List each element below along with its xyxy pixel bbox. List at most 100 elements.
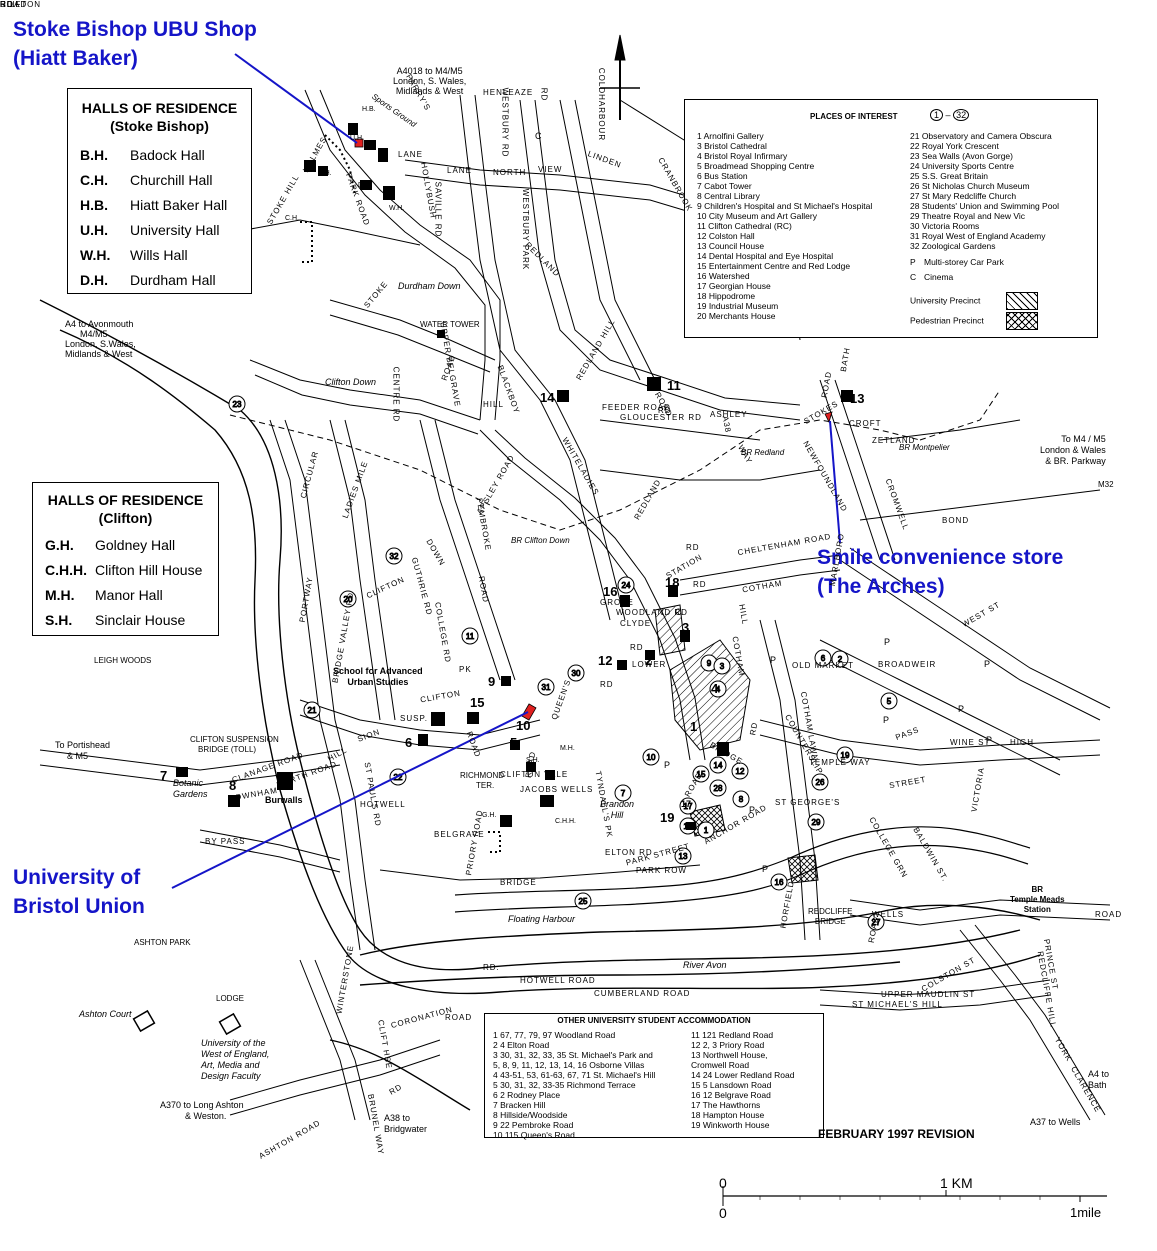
- poi-6-text: 6: [821, 654, 826, 663]
- acc-title: OTHER UNIVERSITY STUDENT ACCOMMODATION: [557, 1016, 751, 1025]
- poi-item: 29 Theatre Royal and New Vic: [910, 211, 1025, 221]
- acc-item: 10 115 Queen's Road: [493, 1130, 575, 1140]
- poi-32-text: 32: [390, 552, 399, 561]
- poi-13: 13: [674, 847, 692, 865]
- road-label: OLD MARKET: [792, 661, 855, 670]
- hall-row: S.H.Sinclair House: [45, 612, 186, 628]
- road-label: BROADWEIR: [878, 660, 937, 669]
- poi-item: 22 Royal York Crescent: [910, 141, 999, 151]
- poi-item: 7 Cabot Tower: [697, 181, 752, 191]
- poi-15-text: 15: [697, 770, 706, 779]
- road-label: LANE: [447, 166, 472, 175]
- poi-12: 12: [731, 762, 749, 780]
- label-br-clifton-down: BR Clifton Down: [511, 536, 570, 545]
- poi-23: 23: [228, 395, 246, 413]
- poi-29-text: 29: [812, 818, 821, 827]
- poi-item: 4 Bristol Royal Infirmary: [697, 151, 788, 161]
- map-ch: C.H.: [285, 215, 299, 222]
- poi-6: 6: [814, 649, 832, 667]
- road-label: RD: [686, 543, 700, 552]
- poi-31: 31: [537, 678, 555, 696]
- hall-row: C.H.Churchill Hall: [80, 172, 213, 188]
- acc-item: 5, 8, 9, 11, 12, 13, 14, 16 Osborne Vill…: [493, 1060, 645, 1070]
- key-university-precinct: University Precinct: [910, 292, 1039, 312]
- road-label: HILL: [483, 400, 504, 409]
- poi-31-text: 31: [542, 683, 551, 692]
- acc-num-4: 4: [711, 681, 719, 696]
- map-hb: H.B.: [362, 106, 376, 113]
- hiatt-baker-shop-marker: [354, 138, 364, 148]
- road-label: CLYDE: [620, 619, 652, 628]
- other-accommodation-panel: OTHER UNIVERSITY STUDENT ACCOMMODATION 1…: [484, 1013, 824, 1140]
- poi-22-text: 22: [394, 773, 403, 782]
- red-markers: [354, 138, 833, 721]
- panel-title: HALLS OF RESIDENCE(Clifton): [47, 492, 204, 526]
- poi-5-text: 5: [887, 697, 892, 706]
- poi-item: 3 Bristol Cathedral: [697, 141, 767, 151]
- road-label: PK: [459, 665, 472, 674]
- label-durdham-down: Durdham Down: [398, 281, 461, 291]
- car-park-p: P: [664, 760, 671, 770]
- acc-num-16: 16: [603, 584, 618, 599]
- poi-32: 32: [385, 547, 403, 565]
- poi-item: 24 University Sports Centre: [910, 161, 1014, 171]
- halls-list: B.H.Badock Hall C.H.Churchill Hall H.B.H…: [68, 135, 251, 293]
- river-avon: [39, 299, 1041, 1111]
- hatch-swatch: [1006, 292, 1039, 310]
- map-chh: C.H.H.: [555, 818, 576, 825]
- car-park-p: P: [770, 655, 777, 665]
- label-a370: A370 to Long Ashton& Weston.: [160, 1100, 244, 1121]
- poi-11-text: 11: [466, 632, 475, 641]
- acc-item: 4 43-51, 53, 61-63, 67, 71 St. Michael's…: [493, 1070, 656, 1080]
- acc-item: 18 Hampton House: [691, 1110, 765, 1120]
- poi-7-text: 7: [621, 789, 626, 798]
- hall-row: G.H.Goldney Hall: [45, 537, 176, 553]
- poi-9-text: 9: [707, 659, 712, 668]
- road-label: UPPER MAUDLIN ST: [881, 990, 976, 999]
- road-label: WELLS: [872, 910, 905, 919]
- poi-25: 25: [574, 892, 592, 910]
- acc-item: 6 2 Rodney Place: [493, 1090, 561, 1100]
- acc-num-17: 17: [681, 799, 692, 809]
- acc-item: 2 4 Elton Road: [493, 1040, 550, 1050]
- map-gh: G.H.: [482, 812, 497, 819]
- acc-item: 7 Bracken Hill: [493, 1100, 546, 1110]
- poi-14-text: 14: [714, 761, 723, 770]
- hall-row: W.H.Wills Hall: [80, 247, 188, 263]
- poi-item: 8 Central Library: [697, 191, 760, 201]
- map-bh: B.H.: [318, 170, 332, 177]
- poi-item: 27 St Mary Redcliffe Church: [910, 191, 1017, 201]
- label-portishead: To Portishead& M5: [55, 740, 111, 761]
- road-label: HIGH: [1010, 738, 1034, 747]
- road-label: HOTWELL ROAD: [520, 976, 596, 985]
- road-label: FEEDER ROAD: [602, 403, 671, 412]
- poi-2: 2: [831, 650, 849, 668]
- acc-item: Cromwell Road: [691, 1060, 750, 1070]
- acc-num-9: 9: [488, 674, 496, 689]
- acc-num-12: 12: [598, 653, 613, 668]
- road-label: BELGRAVE: [434, 830, 485, 839]
- annotation-lines: [171, 53, 841, 889]
- road-label: WOODLAND RD: [616, 608, 688, 617]
- label-water-tower: WATER TOWER: [420, 320, 480, 329]
- poi-7: 7: [614, 784, 632, 802]
- road-label: LANE: [398, 150, 423, 159]
- label-lodge: LODGE: [216, 994, 245, 1003]
- road-label: ROAD: [1095, 910, 1123, 919]
- label-ashton-park: ASHTON PARK: [134, 938, 191, 947]
- road-label: WESTBURY RD: [500, 87, 510, 158]
- acc-item: 19 Winkworth House: [691, 1120, 770, 1130]
- road-label: HOTWELL: [360, 800, 406, 809]
- car-park-p: P: [883, 715, 890, 725]
- poi-2-text: 2: [838, 655, 843, 664]
- road-label: BY PASS: [205, 837, 246, 846]
- poi-item: 18 Hippodrome: [697, 291, 756, 301]
- poi-1-text: 1: [704, 826, 709, 835]
